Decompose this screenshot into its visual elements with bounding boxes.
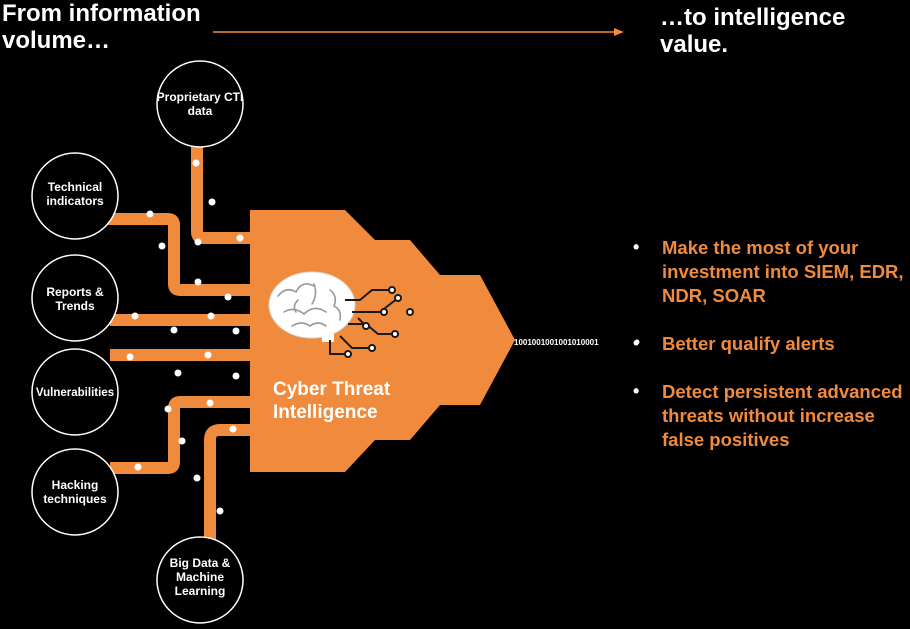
bullet-icon: • [633,381,640,401]
source-node-tech [31,152,119,240]
benefits-list: • Make the most of your investment into S… [628,236,910,476]
benefit-text: Make the most of your investment into SI… [662,237,904,306]
benefit-item: • Make the most of your investment into S… [628,236,910,308]
bullet-icon: • [633,333,640,353]
source-node-reports [31,254,119,342]
source-label-bigdata: Big Data & Machine Learning [169,556,231,598]
benefit-text: Better qualify alerts [662,333,835,354]
benefit-text: Detect persistent advanced threats witho… [662,381,903,450]
benefit-item: • Detect persistent advanced threats with… [628,380,910,452]
source-node-bigdata [156,536,244,624]
source-label-vuln: Vulnerabilities [35,387,115,399]
bullet-icon: • [633,237,640,257]
cti-title: Cyber Threat Intelligence [273,379,391,423]
source-label-hack: Hacking techniques [43,478,107,506]
left-title: From information volume… [2,0,201,54]
junction-dots [126,159,640,515]
progress-arrow [213,28,624,36]
source-node-hack [31,448,119,536]
benefit-item: • Better qualify alerts [628,332,910,356]
brain-circuit-icon [268,271,414,358]
source-label-tech: Technical indicators [46,180,104,208]
output-binary-stream: 1001001001001010001 [514,338,599,347]
right-title: …to intelligence value. [660,4,846,58]
cti-processor [250,210,515,472]
source-label-cti: Proprietary CTI data [156,90,244,118]
data-traces [104,140,252,540]
source-label-reports: Reports & Trends [46,285,104,313]
source-node-vuln [31,348,119,436]
source-node-cti [156,60,244,148]
